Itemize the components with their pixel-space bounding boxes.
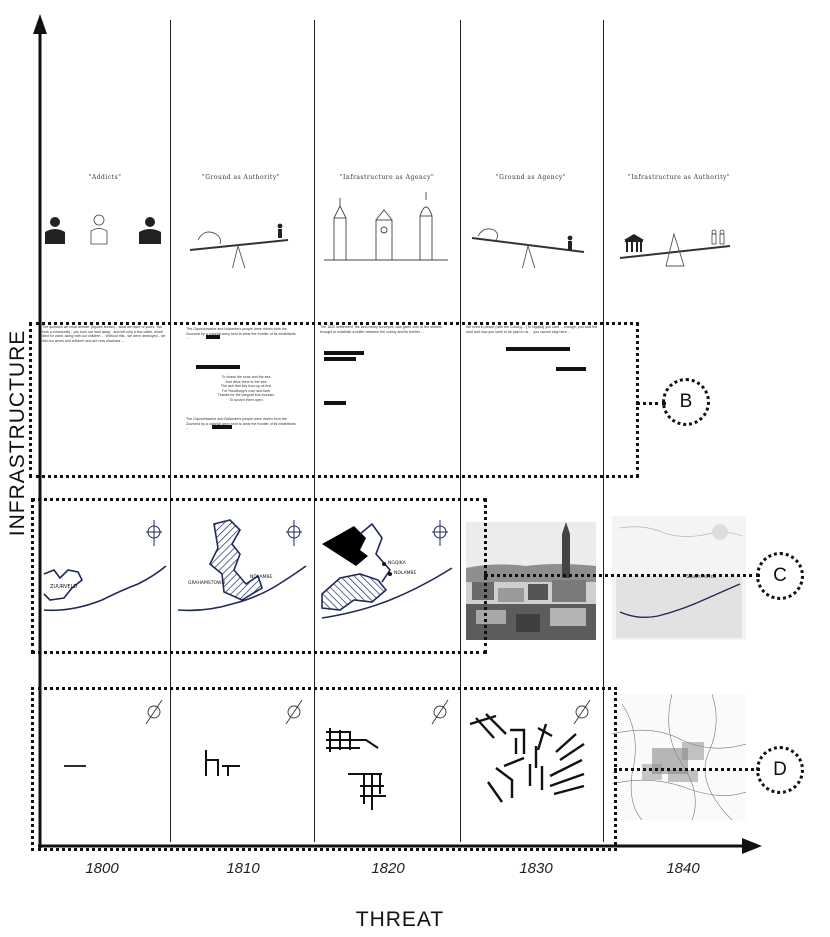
group-b-outline [29,322,639,478]
seesaw-sketch [176,168,306,268]
year-label-1820: 1820 [338,860,438,877]
marker-d-connector [614,768,760,771]
group-d-outline [31,687,617,851]
sketch-panel-1800: "Addicts" [42,168,168,268]
marker-c: C [756,552,804,600]
sketch-panel-1830: "Ground as Agency" [466,168,596,268]
region-map: South Africa [612,516,746,640]
year-label-1840: 1840 [633,860,733,877]
year-label-1810: 1810 [193,860,293,877]
marker-d: D [756,746,804,794]
towers-sketch [320,168,454,268]
seesaw-sketch [466,168,596,268]
y-axis-label: INFRASTRUCTURE [6,323,30,543]
sketch-panel-1810: "Ground as Authority" [176,168,306,268]
x-axis-label: THREAT [330,908,470,932]
town-plan-map [612,694,746,820]
map-panel-1840: South Africa [612,516,746,640]
seesaw-building-sketch [612,168,746,268]
marker-b: B [662,378,710,426]
year-label-1800: 1800 [52,860,152,877]
group-c-outline [31,498,487,654]
year-label-1830: 1830 [486,860,586,877]
sketch-panel-1840: "Infrastructure as Authority" [612,168,746,268]
streets-panel-1840 [612,694,746,820]
three-figures-sketch [42,168,168,268]
sketch-panel-1820: "Infrastructure as Agency" [320,168,454,268]
marker-c-connector [484,574,760,577]
